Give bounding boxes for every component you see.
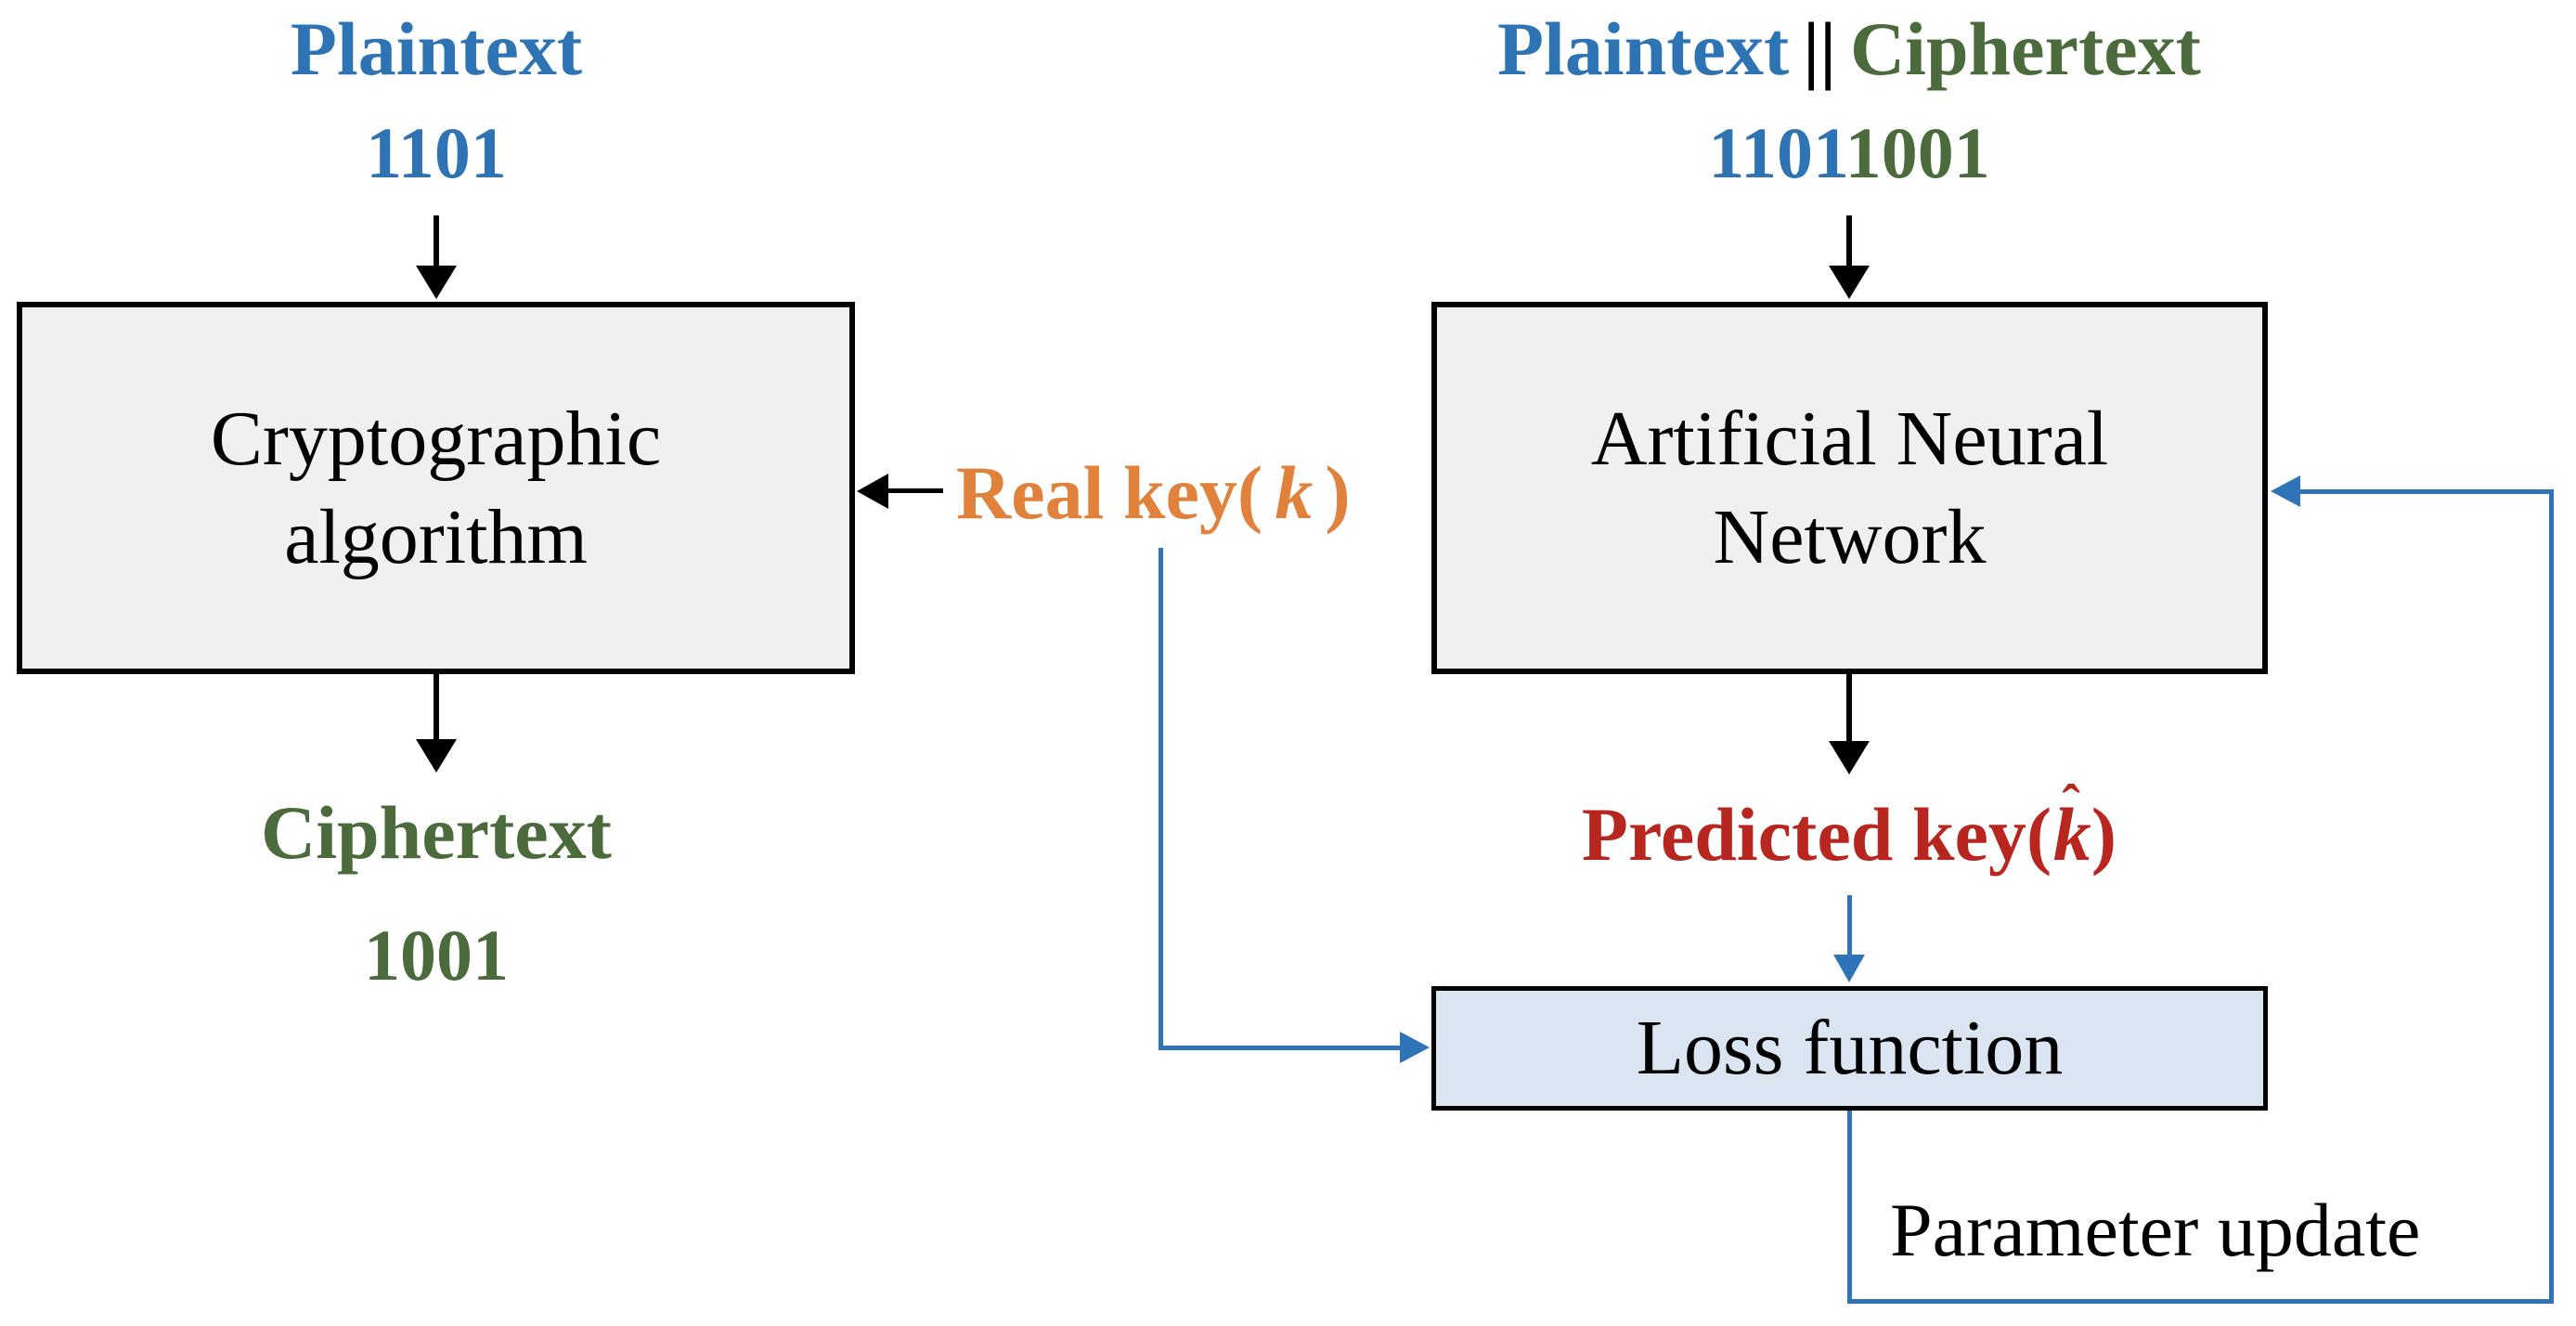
arrow-predicted-to-loss-line <box>1847 895 1852 956</box>
arrow-left-icon <box>2271 475 2300 507</box>
loss-function-box: Loss function <box>1431 986 2268 1111</box>
ann-box-label-line2: Network <box>1713 493 1987 580</box>
arrow-plaintext-to-crypto-line <box>434 215 439 267</box>
feedback-top-line <box>2300 489 2553 494</box>
arrow-down-icon <box>1829 266 1870 299</box>
feedback-down-line <box>1847 1111 1852 1302</box>
realkey-to-loss-vertical-line <box>1159 548 1163 1047</box>
crypto-box-label-line2: algorithm <box>284 493 588 580</box>
cryptographic-algorithm-box: Cryptographic algorithm <box>17 302 855 674</box>
ciphertext-value: 1001 <box>364 915 509 995</box>
plaintext-label: Plaintext <box>290 6 583 91</box>
crypto-box-label-line1: Cryptographic <box>210 395 662 482</box>
predicted-key-suffix: ) <box>2091 792 2117 877</box>
right-ciphertext-value: 1001 <box>1845 112 1990 193</box>
arrow-realkey-to-crypto-line <box>886 488 943 493</box>
concatenation-separator: || <box>1803 6 1837 91</box>
real-key-prefix: Real key( <box>956 450 1263 535</box>
arrow-left-icon <box>857 474 888 509</box>
feedback-bottom-line <box>1847 1299 2554 1304</box>
right-ciphertext-label: Ciphertext <box>1849 6 2201 91</box>
right-plaintext-value: 1101 <box>1708 112 1845 193</box>
loss-box-label: Loss function <box>1636 1005 2064 1092</box>
arrow-down-icon <box>1833 955 1865 982</box>
predicted-k: k <box>2052 792 2091 877</box>
plaintext-ciphertext-value: 11011001 <box>1571 115 2128 191</box>
realkey-to-loss-horizontal-line <box>1159 1046 1402 1050</box>
artificial-neural-network-box: Artificial Neural Network <box>1431 302 2268 674</box>
right-plaintext-label: Plaintext <box>1497 6 1790 91</box>
real-key-variable: k <box>1275 450 1314 535</box>
ann-box-label-line1: Artificial Neural <box>1590 395 2109 482</box>
arrow-crypto-to-ciphertext-line <box>434 674 439 741</box>
feedback-right-line <box>2549 489 2554 1304</box>
parameter-update-label: Parameter update <box>1890 1188 2421 1272</box>
arrow-down-icon <box>1829 741 1870 774</box>
arrow-ann-to-predicted-line <box>1846 674 1852 743</box>
arrow-right-icon <box>1400 1032 1430 1063</box>
arrow-down-icon <box>416 739 457 773</box>
ciphertext-label: Ciphertext <box>260 790 612 875</box>
plaintext-value: 1101 <box>366 112 507 193</box>
plaintext-ciphertext-label: Plaintext||Ciphertext <box>1107 6 2576 91</box>
real-key-label: Real key(k) <box>956 450 1351 535</box>
predicted-key-prefix: Predicted key( <box>1581 792 2052 877</box>
real-key-suffix: ) <box>1325 450 1351 535</box>
arrow-input-to-ann-line <box>1846 215 1852 267</box>
hat-accent: ˆ <box>2062 773 2080 835</box>
arrow-down-icon <box>416 266 457 299</box>
